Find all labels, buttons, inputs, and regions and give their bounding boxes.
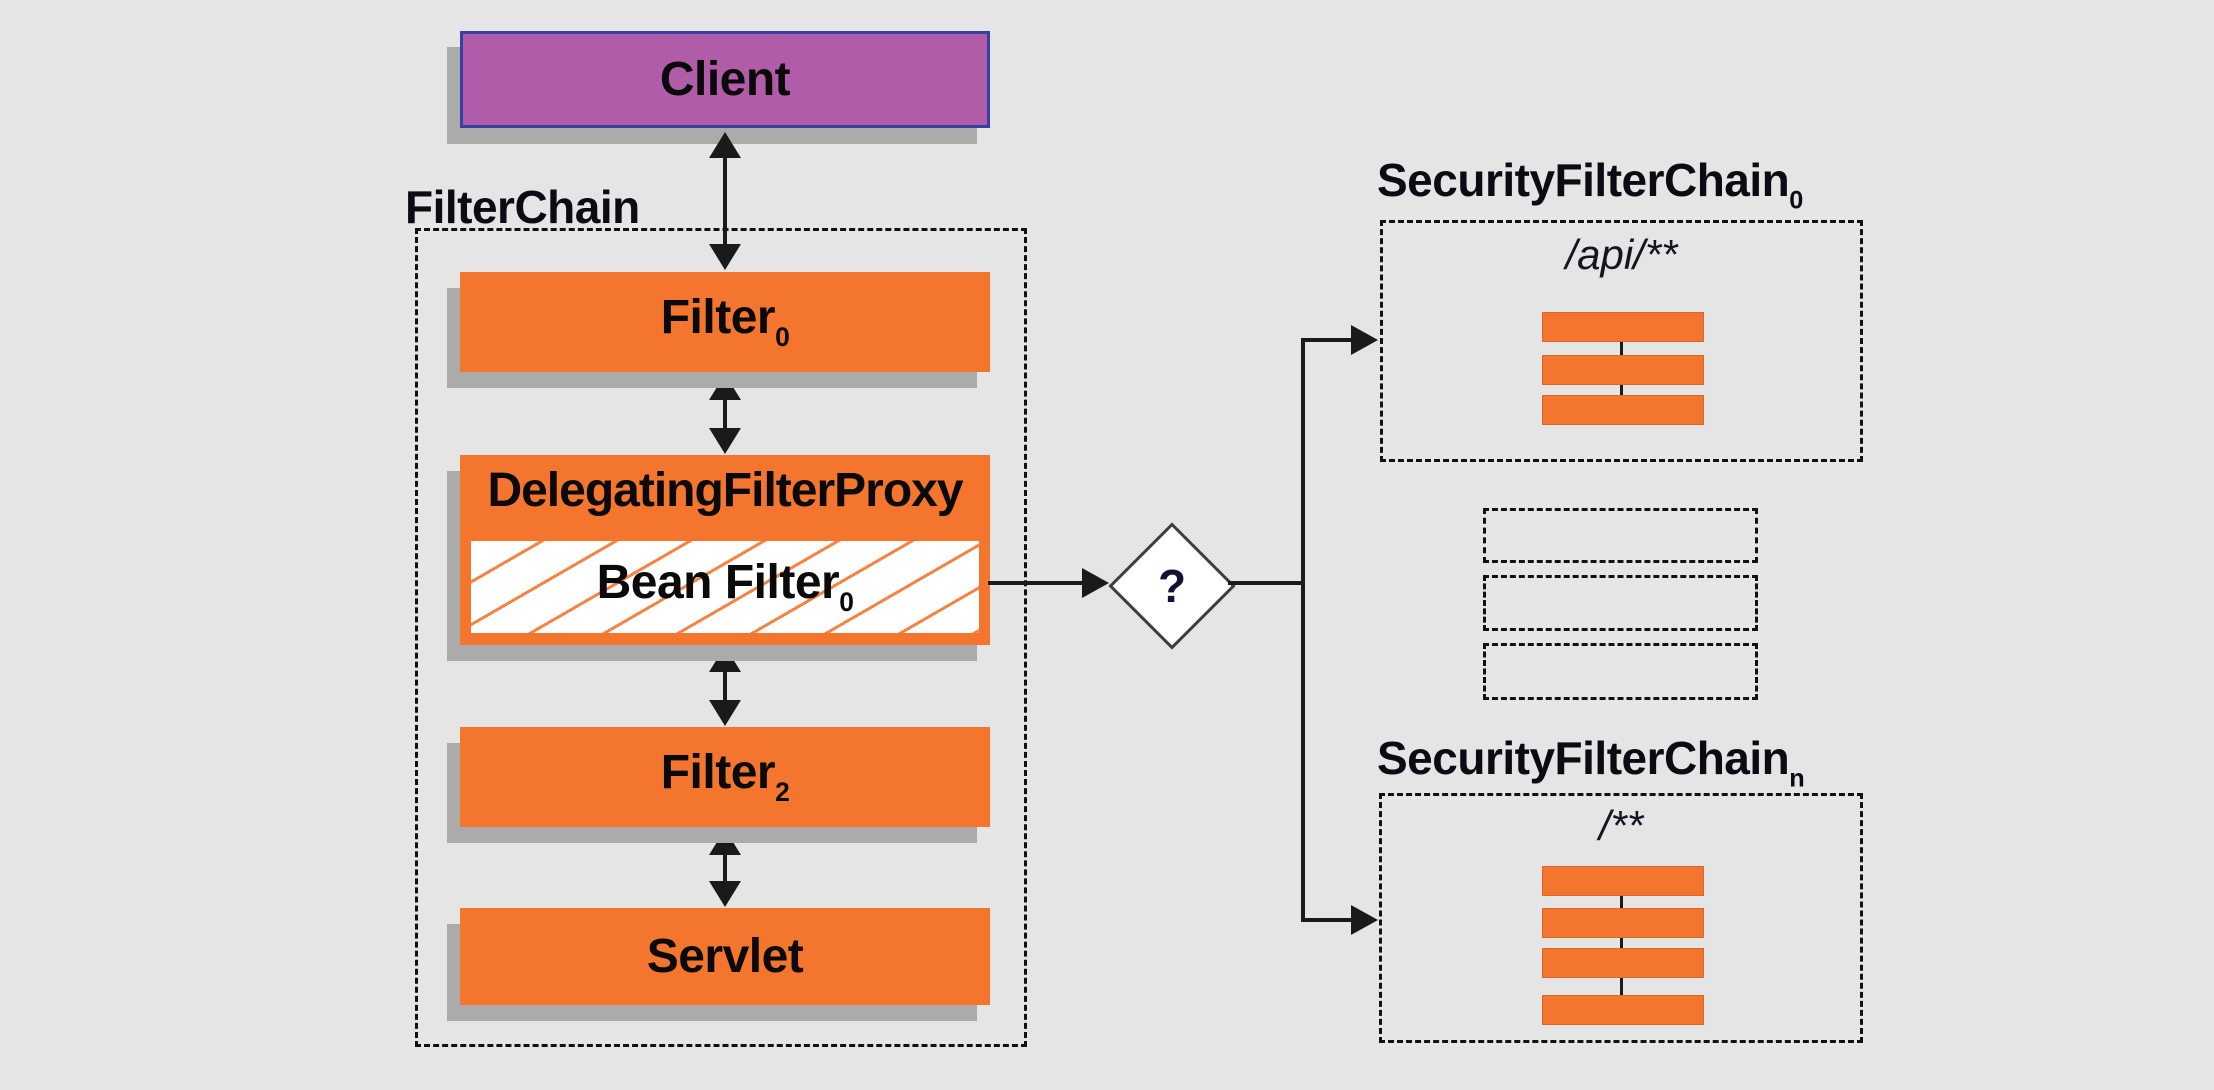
bean-filter-label: Bean Filter0 — [596, 556, 854, 618]
security-filter-bar — [1542, 866, 1704, 896]
filter0-box: Filter0 — [460, 272, 990, 372]
security-filter-bar — [1542, 995, 1704, 1025]
securityfilterchain0-container: /api/** — [1380, 220, 1863, 462]
trunk-line — [1301, 340, 1305, 920]
filterchain-container — [415, 228, 1027, 1047]
arrow-filter2-servlet — [709, 829, 741, 907]
question-mark-label: ? — [1157, 559, 1187, 612]
securityfilterchain-n-label: SecurityFilterChainn — [1377, 732, 1805, 793]
placeholder-chain-box — [1483, 575, 1758, 631]
placeholder-chain-box — [1483, 508, 1758, 563]
decision-diamond: ? — [1108, 522, 1236, 650]
security-filter-bar — [1542, 312, 1704, 342]
arrow-to-securityfilterchain0 — [1301, 325, 1378, 355]
filterchain-label: FilterChain — [405, 181, 640, 233]
security-filter-bar — [1542, 395, 1704, 425]
filter2-label: Filter2 — [660, 746, 790, 808]
servlet-box: Servlet — [460, 908, 990, 1005]
securityfilterchain0-path: /api/** — [1565, 231, 1678, 278]
securityfilterchain-n-path: /** — [1598, 802, 1644, 849]
filter0-label: Filter0 — [660, 291, 790, 353]
arrow-filter0-proxy — [709, 374, 741, 454]
placeholder-chain-box — [1483, 643, 1758, 700]
client-label: Client — [659, 53, 791, 106]
line-decision-to-trunk — [1228, 581, 1304, 585]
arrow-proxy-filter2 — [709, 646, 741, 726]
arrow-to-securityfilterchain-n — [1301, 905, 1378, 935]
securityfilterchain-n-container: /** — [1379, 793, 1863, 1043]
bean-filter-box: Bean Filter0 — [468, 538, 982, 636]
security-filter-bar — [1542, 948, 1704, 978]
client-box: Client — [460, 31, 990, 128]
arrow-client-filter0 — [709, 132, 741, 270]
chain-n-bar-connector — [1620, 880, 1623, 1009]
security-filter-bar — [1542, 908, 1704, 938]
securityfilterchain0-label: SecurityFilterChain0 — [1377, 154, 1803, 215]
servlet-label: Servlet — [646, 930, 804, 983]
filter2-box: Filter2 — [460, 727, 990, 827]
security-filter-bar — [1542, 355, 1704, 385]
delegating-filter-proxy-title: DelegatingFilterProxy — [487, 464, 963, 517]
arrow-bean-to-decision — [988, 568, 1109, 598]
